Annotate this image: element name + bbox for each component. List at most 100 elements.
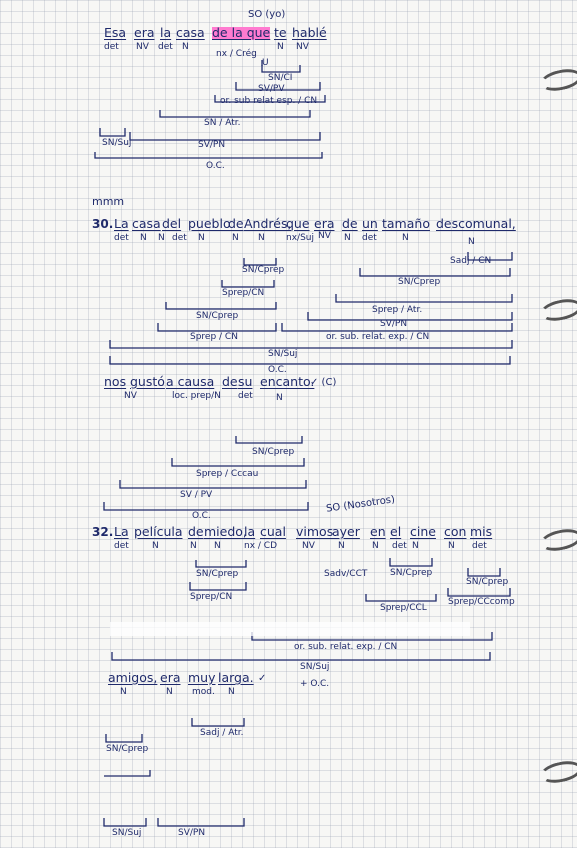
bracket-sprep-ccl [365,594,437,602]
category-label: nx / Crég [216,49,257,59]
category-label: det [114,541,129,551]
category-label: det [114,233,129,243]
category-label: N [152,541,159,551]
function-label: O.C. [206,161,225,171]
word: de [222,374,238,389]
function-label: Sadj / CN [450,256,492,266]
function-label: or. sub. relat. exp. / CN [326,332,430,342]
word: vimos [296,524,334,539]
word: el [390,524,402,539]
category-label: NV [302,541,315,551]
function-label: SN/Suj [112,828,142,838]
bracket-sn-cprep-7 [467,568,501,577]
category-label: det [392,541,407,551]
word: amigos, [108,670,158,685]
check-mark: ✓ [258,673,267,684]
word: su [238,374,253,389]
category-label: N [228,687,235,697]
category-label: det [172,233,187,243]
function-label: SN/Cprep [390,568,433,578]
category-label: N [214,541,221,551]
function-label: SN/Cprep [242,265,285,275]
function-label: Sprep/CCL [380,603,427,613]
bracket-sprep-cccau [171,458,305,467]
function-label: SV / PV [180,490,213,500]
function-label: Sprep/CN [190,592,233,602]
word: descomunal, [436,216,516,231]
word: de [228,216,244,231]
bracket-sadj [467,252,513,261]
pronoun-mark: U [262,58,269,68]
exercise-number: 30. [92,217,114,231]
word: ayer [332,524,360,539]
category-label: NV [296,42,309,52]
function-label: SN/Cprep [106,744,149,754]
function-label: Sprep / Atr. [372,305,423,315]
category-label: N [344,233,351,243]
bracket-sv-pn [307,312,513,321]
word: con [444,524,467,539]
function-label: or. sub relat esp. / CN [220,96,318,106]
bracket-sn-cprep-4 [235,436,303,444]
word: muy [188,670,216,685]
function-label: SN/Suj [300,662,330,672]
function-label: Sadv/CCT [324,569,368,579]
category-label: N [338,541,345,551]
category-label: N [276,393,283,403]
category-label: N [372,541,379,551]
function-label: Sadj / Atr. [200,728,244,738]
word: te [274,25,287,40]
bracket-oc-30 [109,356,511,365]
category-label: N [468,237,475,247]
bracket-sadj-atr [191,718,245,727]
bracket-sn-cprep-8 [105,734,143,743]
bracket-small [104,770,151,777]
word: Esa [104,25,127,40]
category-label: N [166,687,173,697]
word: hablé [292,25,327,40]
function-label: + O.C. [300,679,330,689]
bracket-sn-suj [99,128,126,137]
word: película [134,524,183,539]
erased-area [110,622,470,636]
category-label: N [182,42,189,52]
function-label: SN/Cprep [398,277,441,287]
function-label: SN/Suj [268,349,298,359]
word: mis [470,524,493,539]
word: un [362,216,378,231]
function-label: O.C. [192,511,211,521]
check-mark: ✓ (C) [310,377,337,388]
word-highlighted: de la que [212,25,271,40]
word: La [114,216,129,231]
bracket-or-sub-30 [281,323,513,332]
function-label: or. sub. relat. exp. / CN [294,642,398,652]
function-label: SN/Suj [102,138,132,148]
word: miedo, [204,524,247,539]
category-label: det [362,233,377,243]
category-label: N [140,233,147,243]
word: Andrés, [244,216,292,231]
function-label: SN/Cprep [196,569,239,579]
category-label: loc. prep/N [172,391,221,401]
word: cine [410,524,436,539]
bracket-sn-suj-30 [109,340,513,349]
category-label: N [232,233,239,243]
word: nos [104,374,127,389]
category-label: N [258,233,265,243]
word: La [114,524,129,539]
category-label: det [158,42,173,52]
word: de [342,216,358,231]
category-label: N [120,687,127,697]
bracket-sprep-cn [221,280,275,288]
function-label: SN/Cprep [196,311,239,321]
word: la [160,25,172,40]
category-label: N [158,233,165,243]
word: la [244,524,256,539]
bracket-sn-cprep-3 [165,302,277,310]
bracket-or-sub-32 [251,632,493,641]
function-label: SV/PV [258,84,285,94]
category-label: nx / CD [244,541,277,551]
function-label: SN/CI [268,73,293,83]
bracket-sprep-cn-2 [157,323,277,332]
